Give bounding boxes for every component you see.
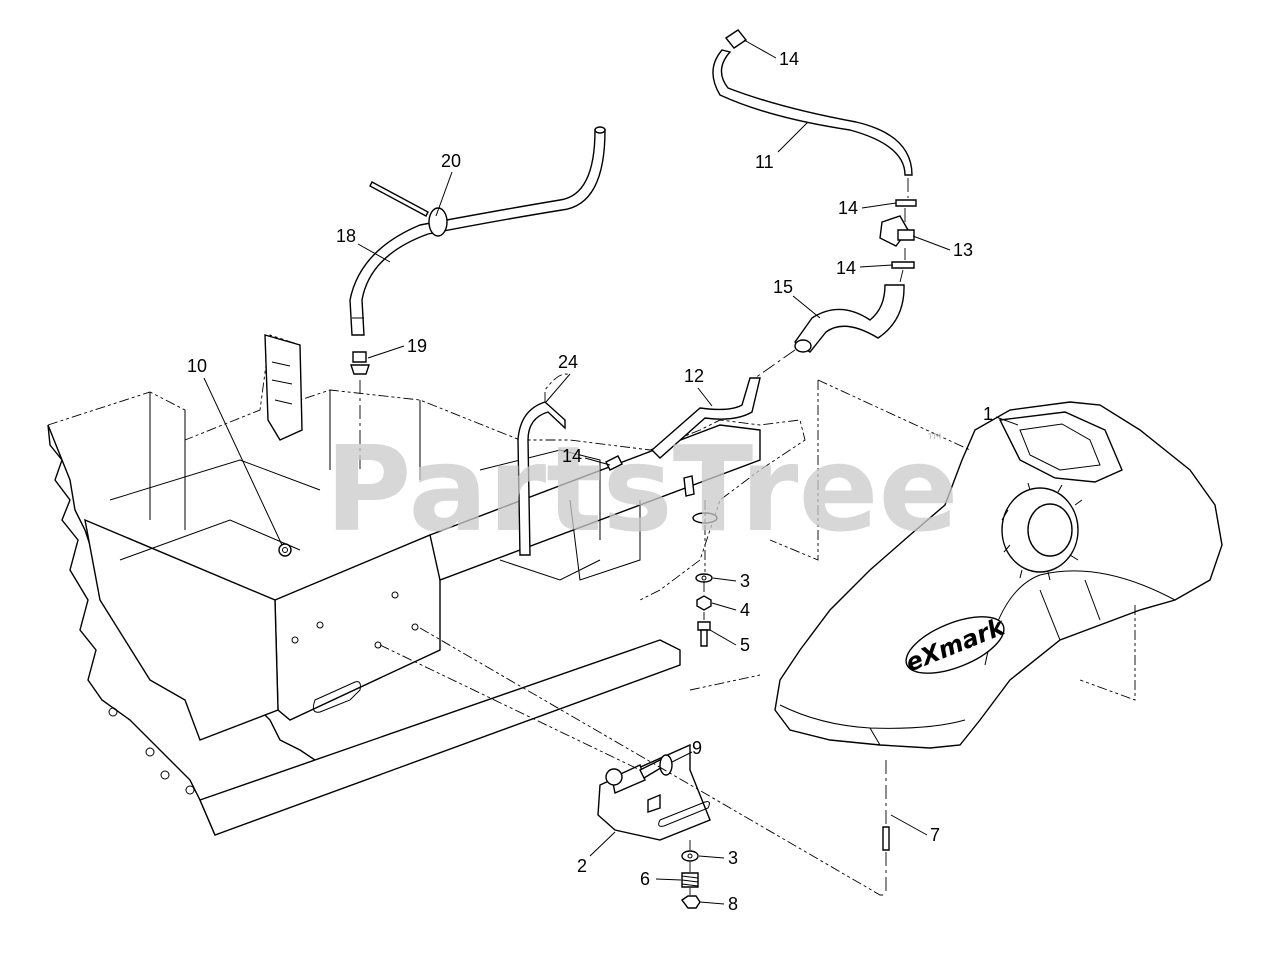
callout-13: 13	[953, 240, 973, 260]
frame-upright-tower	[264, 334, 303, 441]
tank-bracket	[597, 743, 711, 841]
callout-6: 6	[640, 869, 650, 889]
callout-11: 11	[755, 152, 774, 172]
frame-front-plate-slot	[312, 681, 361, 713]
fitting-19	[350, 351, 370, 470]
fuel-tank: eXmark	[774, 401, 1223, 895]
callout-20: 20	[441, 151, 461, 171]
fuel-tank-recess	[998, 411, 1123, 483]
fuel-hose-15	[754, 284, 905, 379]
callout-4: 4	[740, 600, 750, 620]
callout-3-lower: 3	[728, 848, 738, 868]
callout-15: 15	[773, 277, 793, 297]
fuel-hose-12	[650, 377, 761, 459]
tank-pin-7	[882, 826, 890, 851]
fuel-tank-body	[774, 401, 1223, 749]
brand-badge	[905, 616, 1005, 674]
frame-cross-member	[84, 518, 279, 741]
callout-5: 5	[740, 635, 750, 655]
callout-3-upper: 3	[740, 571, 750, 591]
cable-tie-20	[369, 181, 448, 237]
frame-holes	[108, 591, 419, 795]
watermark-trademark: ™	[925, 429, 945, 453]
frame-assembly	[47, 334, 806, 836]
hardware-stack-upper	[695, 573, 713, 647]
vent-hose-18	[349, 126, 606, 336]
callout-14-top: 14	[779, 49, 799, 69]
callout-2: 2	[577, 856, 587, 876]
callouts: 14 11 20 18 14 13 14 15 19 10 24 12 1 14…	[187, 39, 1019, 914]
center-lines	[379, 373, 1136, 896]
callout-14-b: 14	[838, 198, 858, 218]
fuel-tank-seam	[779, 570, 1176, 746]
knob-fastener-9	[639, 754, 673, 779]
callout-1: 1	[983, 404, 993, 424]
callout-12: 12	[684, 366, 704, 386]
hose-24	[517, 401, 566, 556]
callout-8: 8	[728, 894, 738, 914]
callout-10: 10	[187, 356, 207, 376]
callout-7: 7	[930, 825, 940, 845]
callout-18: 18	[336, 226, 356, 246]
callout-24: 24	[558, 352, 578, 372]
callout-14-d: 14	[562, 446, 582, 466]
frame-lower-rail	[199, 639, 681, 836]
callout-14-c: 14	[836, 258, 856, 278]
hardware-stack-lower	[680, 850, 701, 909]
fuel-hose-11	[712, 29, 913, 176]
watermark-text: PartsTree	[325, 420, 959, 558]
callout-19: 19	[407, 336, 427, 356]
hose-clamps-14	[605, 178, 917, 471]
callout-9: 9	[692, 738, 702, 758]
mount-post	[683, 475, 695, 497]
frame-outline-back	[47, 334, 806, 601]
shutoff-valve-13	[879, 215, 915, 247]
grommet-10	[278, 543, 292, 557]
